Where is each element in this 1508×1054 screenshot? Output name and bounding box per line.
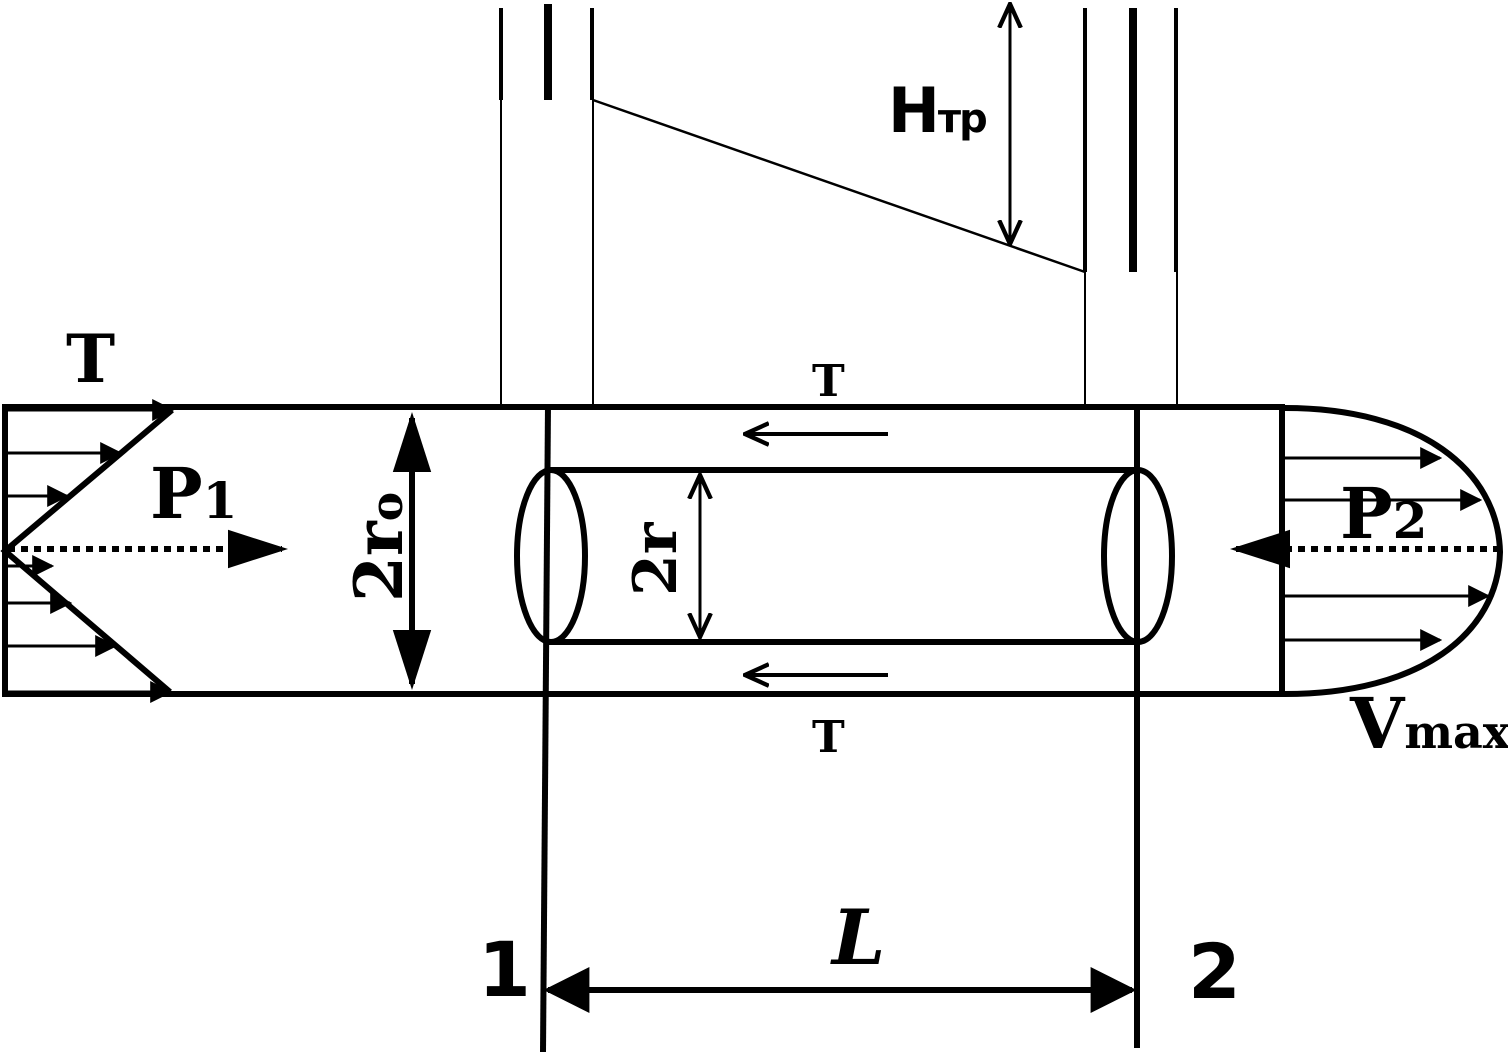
section-label-2: 2 <box>1188 927 1241 1016</box>
velocity-max-label: Vmax <box>1349 682 1508 765</box>
fluid-cylinder <box>514 467 1175 645</box>
cylinder-end-left <box>514 467 588 645</box>
section-label-1: 1 <box>478 925 531 1014</box>
shear-label-inner-top: T <box>812 356 845 407</box>
head-loss-label: Hтр <box>888 74 986 147</box>
shear-label-top-left: T <box>66 320 115 398</box>
section-line-1 <box>540 403 551 1053</box>
shear-label-inner-bottom: T <box>812 712 845 763</box>
length-label: L <box>830 893 885 982</box>
cylinder-end-right <box>1101 467 1175 645</box>
pressure-1-label: P1 <box>150 452 237 535</box>
piezometer-tubes <box>499 4 1178 405</box>
inlet-velocity-profile <box>0 399 175 703</box>
pipe-diameter-label: 2ro <box>340 492 418 602</box>
pressure-2-label: P2 <box>1340 472 1427 555</box>
cylinder-diameter-label: 2r <box>621 521 691 596</box>
